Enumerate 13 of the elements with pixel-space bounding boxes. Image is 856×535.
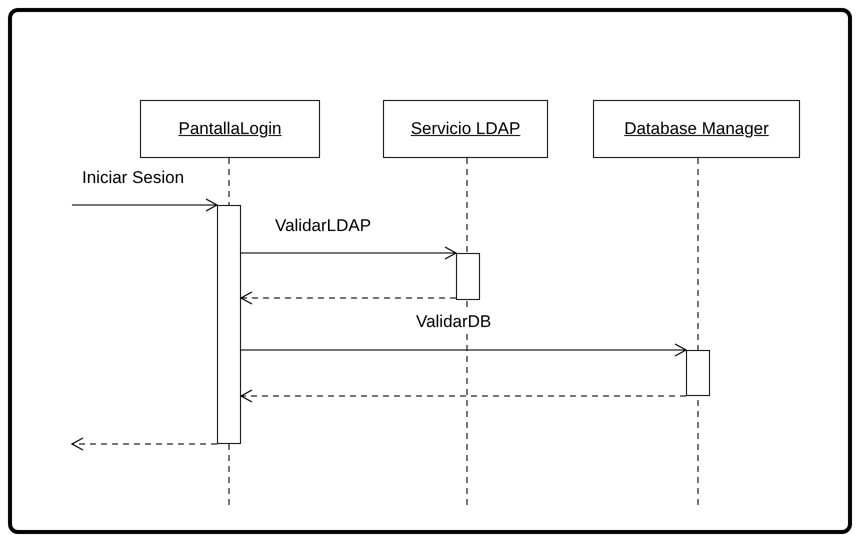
activation-bar bbox=[456, 253, 480, 300]
lifeline-head-box: Database Manager bbox=[593, 100, 800, 158]
return-message-arrow bbox=[71, 437, 218, 451]
return-message-arrow bbox=[240, 291, 456, 305]
lifeline-head-box: Servicio LDAP bbox=[383, 100, 548, 158]
message-label: ValidarDB bbox=[414, 312, 494, 332]
return-message-arrow bbox=[240, 389, 686, 403]
message-arrow bbox=[240, 246, 457, 260]
lifeline-head-box: PantallaLogin bbox=[140, 100, 320, 158]
activation-bar bbox=[217, 205, 241, 444]
activation-bar bbox=[686, 350, 710, 396]
message-arrow bbox=[240, 343, 687, 357]
message-arrow bbox=[72, 198, 218, 212]
